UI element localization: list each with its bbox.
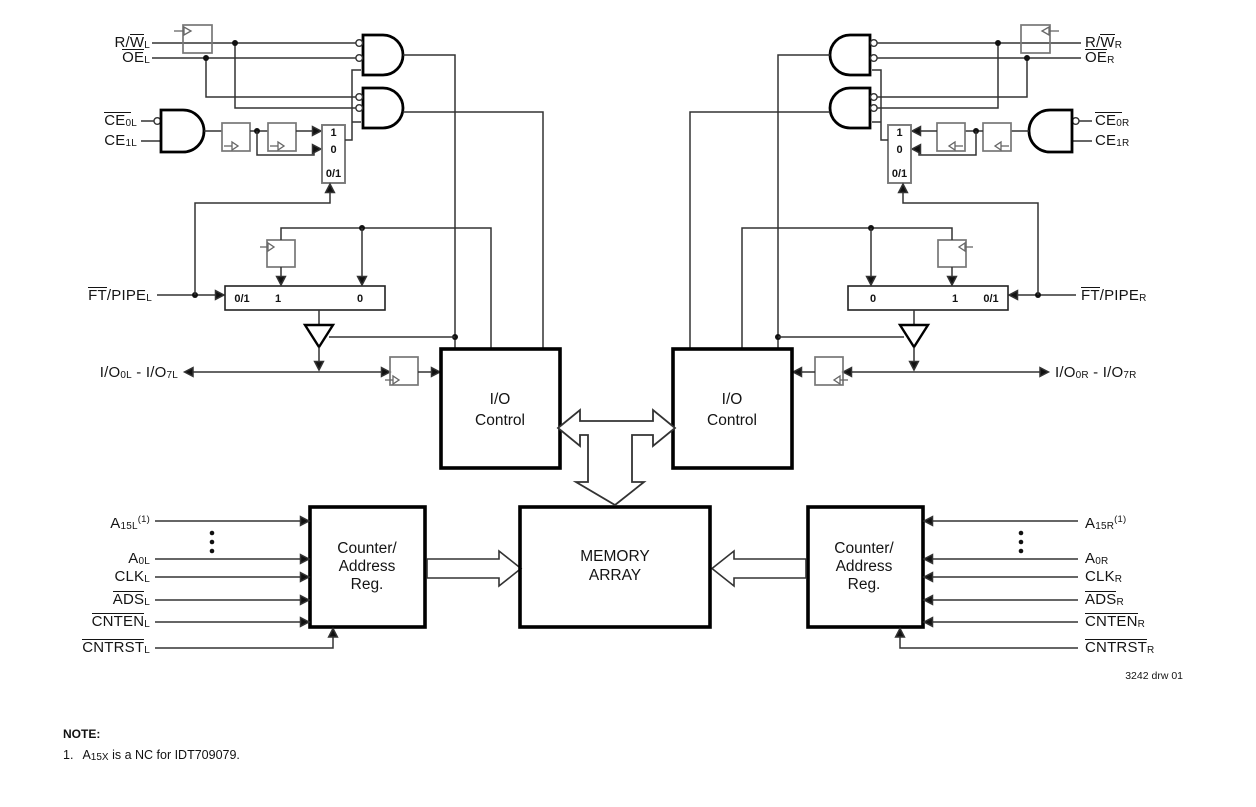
mux-port-1: 1 — [330, 127, 336, 139]
invert-bubble — [355, 103, 364, 112]
signal-label-a15-left: A15L(1) — [110, 514, 150, 532]
invert-bubble — [355, 92, 364, 101]
signal-label-oe-left: OEL — [122, 49, 150, 66]
note-item-1: 1. A15X is a NC for IDT709079. — [63, 748, 240, 763]
ellipsis-dot — [209, 539, 215, 545]
signal-label-rw-left: R/WL — [114, 34, 150, 51]
cntrst-wire — [155, 631, 334, 649]
mux-port-0: 0 — [896, 144, 902, 156]
counter-title-right: Address — [836, 558, 893, 575]
clock-triangle — [183, 25, 193, 37]
signal-label-a15-right: A15R(1) — [1085, 514, 1127, 532]
left-half-circuitry — [141, 24, 562, 649]
junction-dot — [203, 55, 209, 61]
io-control-box — [439, 347, 562, 470]
io-latch-box — [389, 356, 419, 386]
signal-label-ftpipe-right: FT/PIPER — [1081, 287, 1147, 304]
mux-port-0: 0 — [357, 293, 363, 305]
rw-branch-wire — [234, 43, 356, 109]
io-control-title-right: I/O — [722, 391, 743, 408]
ce-latch-2 — [267, 122, 297, 152]
ft-mux-box — [224, 285, 386, 311]
and-gate-2 — [361, 86, 405, 130]
mux-port-1: 1 — [952, 293, 958, 305]
signal-label-cntrst-right: CNTRSTR — [1085, 639, 1155, 656]
ce-latch-1 — [221, 122, 251, 152]
signal-label-cntrst-left: CNTRSTL — [82, 639, 150, 656]
mux-port-1: 1 — [896, 127, 902, 139]
counter-title-right: Counter/ — [834, 540, 894, 557]
io-control-title-left: Control — [475, 412, 525, 429]
oe-branch-wire — [205, 58, 356, 98]
counter-title-right: Reg. — [848, 576, 881, 593]
note-heading: NOTE: — [63, 727, 101, 741]
clock-triangle — [231, 140, 240, 152]
pipe-feedback-wire — [280, 227, 492, 349]
mux-port-select: 0/1 — [234, 293, 249, 305]
and-gate-1 — [361, 33, 405, 77]
ce-mux-out-wire — [345, 69, 361, 141]
invert-bubble — [355, 54, 364, 63]
junction-dot — [232, 40, 238, 46]
signal-label-clk-left: CLKL — [114, 568, 150, 585]
ce-mux-box — [321, 124, 346, 184]
clock-triangle — [277, 140, 286, 152]
signal-label-cnten-left: CNTENL — [91, 613, 150, 630]
signal-label-ce0-left: CE0L — [104, 112, 137, 129]
and2-out-wire — [403, 111, 544, 349]
mux-port-select: 0/1 — [983, 293, 998, 305]
signal-label-io-left: I/O0L - I/O7L — [99, 364, 178, 381]
tristate-buffer — [302, 323, 336, 350]
invert-bubble — [355, 39, 364, 48]
signal-label-rw-right: R/WR — [1085, 34, 1123, 51]
io-control-title-left: I/O — [490, 391, 511, 408]
ft-select-wire — [194, 187, 331, 295]
io-control-title-right: Control — [707, 412, 757, 429]
mux-port-1: 1 — [275, 293, 281, 305]
address-bus-arrow — [426, 549, 523, 588]
counter-box — [308, 505, 427, 629]
signal-label-io-right: I/O0R - I/O7R — [1055, 364, 1137, 381]
signal-label-ads-right: ADSR — [1085, 591, 1124, 608]
rw-register-box — [182, 24, 213, 54]
drawing-number: 3242 drw 01 — [1125, 670, 1183, 682]
signal-label-ce1-left: CE1L — [104, 132, 137, 149]
clock-triangle — [392, 374, 401, 386]
counter-title-left: Address — [339, 558, 396, 575]
counter-title-left: Counter/ — [337, 540, 397, 557]
memory-array-title: ARRAY — [589, 567, 641, 584]
mux-port-select: 0/1 — [892, 168, 907, 180]
signal-label-a0-left: A0L — [128, 550, 150, 567]
mux-port-labels: 1 0 0/1 1 0 0/1 0/1 1 0 0 1 0/1 — [234, 127, 998, 305]
and1-out-wire — [403, 54, 456, 349]
clock-triangle — [267, 241, 276, 253]
mux-port-0: 0 — [870, 293, 876, 305]
signal-label-ads-left: ADSL — [112, 591, 150, 608]
counter-title-left: Reg. — [351, 576, 384, 593]
mux-port-0: 0 — [330, 144, 336, 156]
block-titles: I/O Control I/O Control MEMORY ARRAY Cou… — [337, 391, 894, 593]
memory-array-title: MEMORY — [580, 548, 649, 565]
signal-label-clk-right: CLKR — [1085, 568, 1123, 585]
signal-label-ce0-right: CE0R — [1095, 112, 1130, 129]
signal-label-cnten-right: CNTENR — [1085, 613, 1146, 630]
signal-label-ce1-right: CE1R — [1095, 132, 1130, 149]
io-memory-t-arrow — [556, 408, 677, 507]
ce-and-gate — [159, 108, 206, 154]
ft-register-box — [266, 239, 296, 268]
ellipsis-dot — [209, 548, 215, 554]
signal-label-a0-right: A0R — [1085, 550, 1109, 567]
memory-array-box — [518, 505, 712, 629]
ellipsis-dot — [209, 530, 215, 536]
signal-label-ftpipe-left: FT/PIPEL — [88, 287, 152, 304]
mux-port-select: 0/1 — [326, 168, 341, 180]
signal-label-oe-right: OER — [1085, 49, 1115, 66]
